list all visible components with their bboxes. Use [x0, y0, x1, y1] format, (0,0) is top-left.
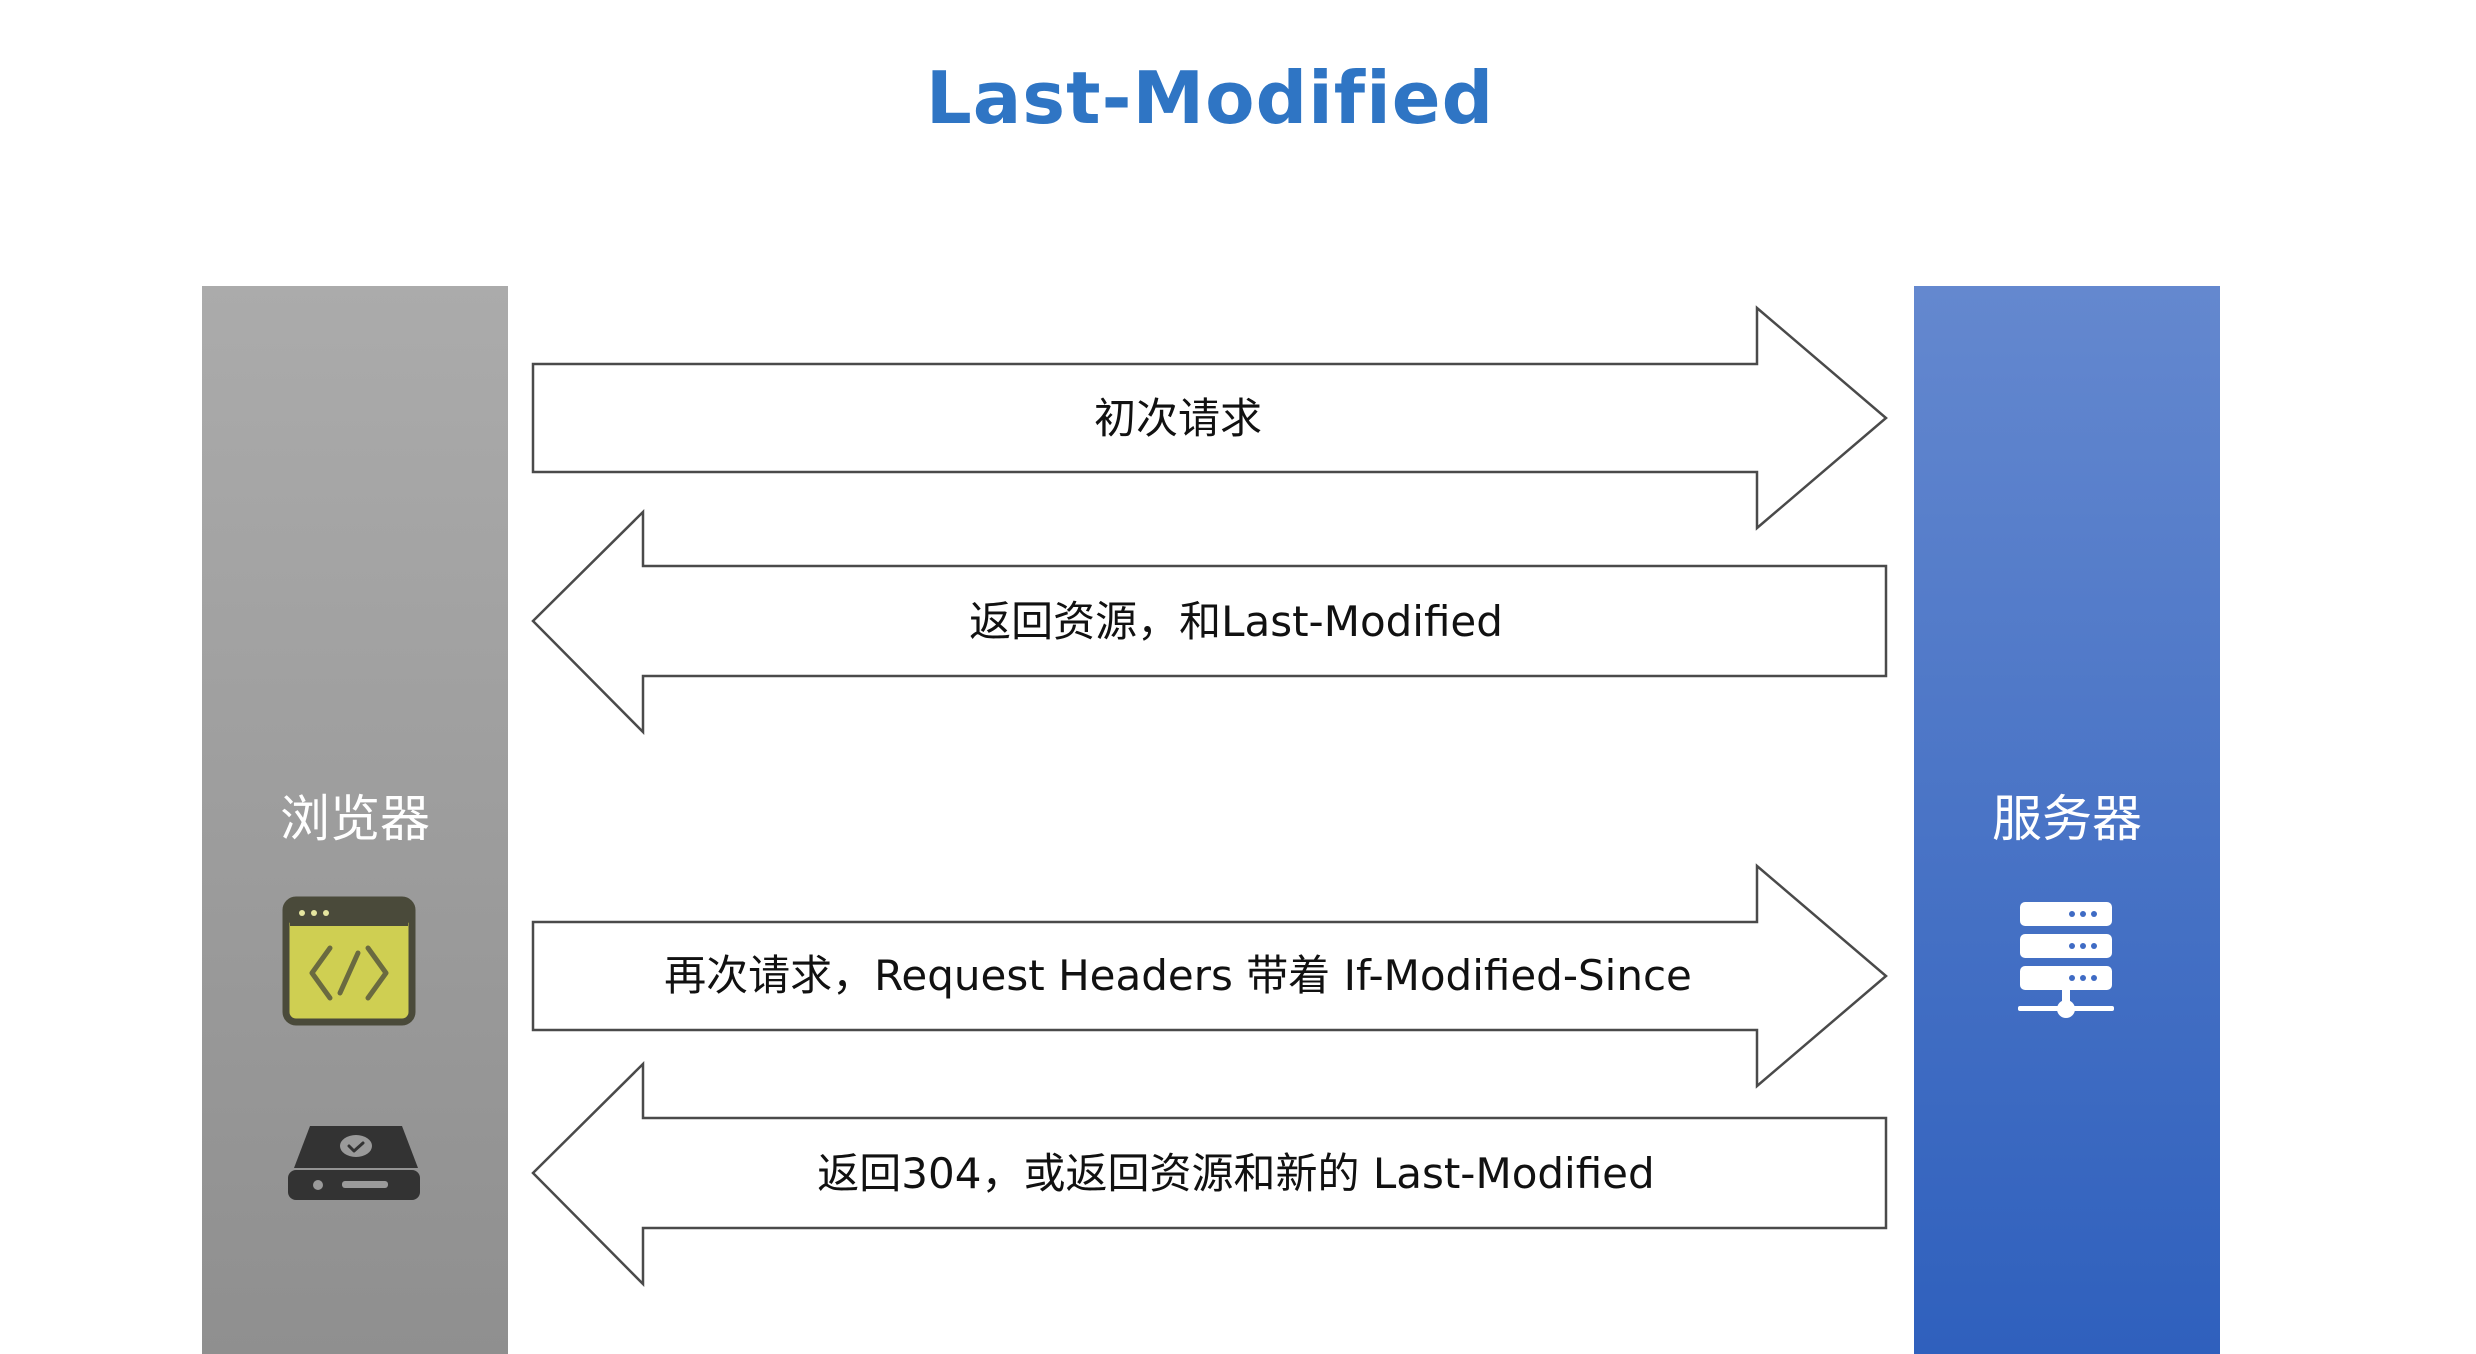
- arrow-shape: [531, 863, 1888, 1089]
- arrow-shape: [531, 1061, 1888, 1288]
- arrow-shape: [531, 509, 1888, 736]
- arrow-label: 返回304，或返回资源和新的 Last-Modified: [817, 1149, 1654, 1198]
- browser-column: 浏览器: [202, 286, 508, 1354]
- server-label: 服务器: [1992, 790, 2142, 848]
- diagram-title: Last-Modified: [925, 56, 1495, 140]
- arrow-return-resource: 返回资源，和Last-Modified: [531, 509, 1888, 736]
- hard-drive-icon: [288, 1126, 420, 1200]
- arrow-initial-request: 初次请求: [531, 305, 1888, 531]
- arrow-return-304: 返回304，或返回资源和新的 Last-Modified: [531, 1061, 1888, 1288]
- arrow-label: 初次请求: [1094, 394, 1262, 443]
- code-window-icon: [282, 896, 416, 1026]
- browser-label: 浏览器: [280, 790, 430, 848]
- server-rack-icon: [2018, 902, 2114, 1018]
- server-panel: [1914, 286, 2220, 1354]
- arrow-shape: [531, 305, 1888, 531]
- arrow-second-request: 再次请求，Request Headers 带着 If-Modified-Sinc…: [531, 863, 1888, 1089]
- server-column: 服务器: [1914, 286, 2220, 1354]
- arrow-label: 再次请求，Request Headers 带着 If-Modified-Sinc…: [664, 951, 1692, 1000]
- arrow-label: 返回资源，和Last-Modified: [969, 597, 1503, 646]
